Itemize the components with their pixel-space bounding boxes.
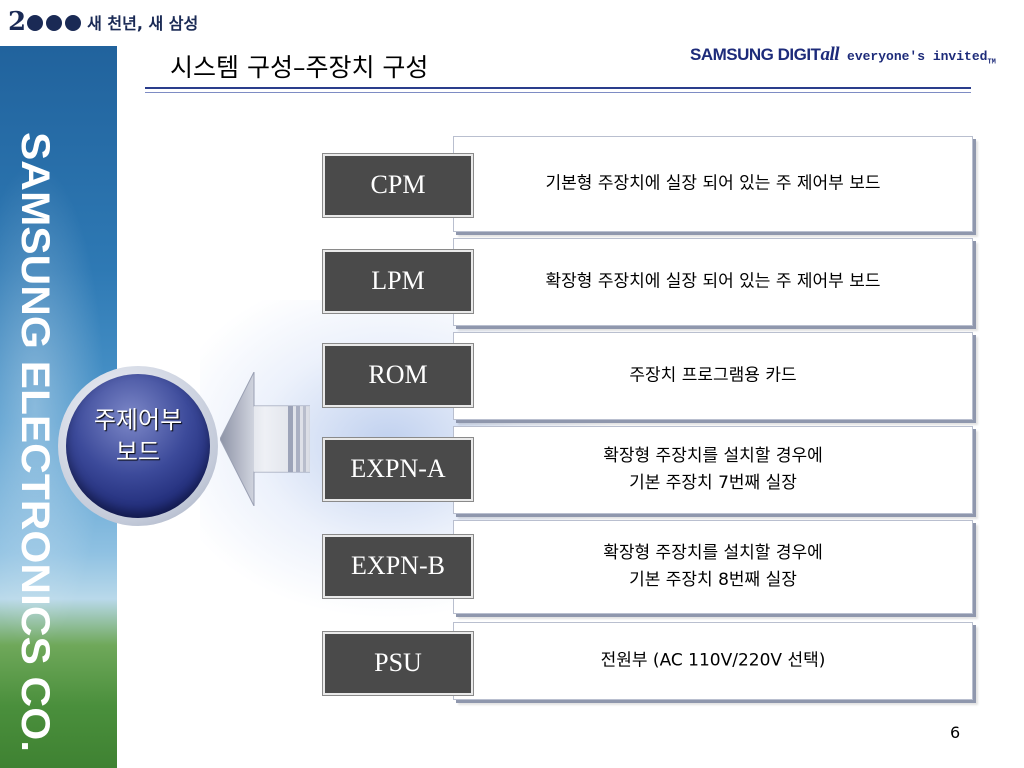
- module-label: ROM: [322, 343, 474, 408]
- main-board-label-line2: 보드: [115, 438, 161, 466]
- desc-line1: 전원부 (AC 110V/220V 선택): [600, 650, 826, 671]
- millennium-number: 2: [8, 7, 82, 37]
- title-rule: [145, 87, 971, 89]
- module-label: EXPN-A: [322, 437, 474, 502]
- left-arrow-icon: [220, 372, 310, 506]
- module-label: CPM: [322, 153, 474, 218]
- desc-line1: 확장형 주장치에 실장 되어 있는 주 제어부 보드: [545, 271, 881, 292]
- main-board-label: 주제어부 보드: [66, 404, 210, 468]
- brand-tagline: everyone's invitedTM: [847, 49, 996, 67]
- desc-panel: 확장형 주장치를 설치할 경우에 기본 주장치 7번째 실장: [453, 426, 973, 514]
- title-rule-thin: [145, 92, 971, 93]
- desc-text: 기본형 주장치에 실장 되어 있는 주 제어부 보드: [454, 171, 972, 198]
- desc-line1: 주장치 프로그램용 카드: [629, 365, 797, 386]
- desc-line1: 기본형 주장치에 실장 되어 있는 주 제어부 보드: [545, 173, 881, 194]
- module-label: EXPN-B: [322, 534, 474, 599]
- desc-text: 주장치 프로그램용 카드: [454, 363, 972, 390]
- main-board-circle-inner: [66, 374, 210, 518]
- desc-panel: 확장형 주장치를 설치할 경우에 기본 주장치 8번째 실장: [453, 520, 973, 614]
- millennium-slogan: 새 천년, 새 삼성: [87, 14, 199, 33]
- page-title: 시스템 구성–주장치 구성: [170, 53, 429, 82]
- sidebar-company-label: SAMSUNG ELECTRONICS CO.: [13, 132, 57, 752]
- samsung-brand-logo: SAMSUNG DIGITall everyone's invitedTM: [690, 44, 996, 67]
- desc-text: 확장형 주장치를 설치할 경우에 기본 주장치 8번째 실장: [454, 540, 972, 594]
- list-item-psu: 전원부 (AC 110V/220V 선택) PSU: [322, 622, 975, 700]
- list-item-rom: 주장치 프로그램용 카드 ROM: [322, 332, 975, 420]
- list-item-expn-b: 확장형 주장치를 설치할 경우에 기본 주장치 8번째 실장 EXPN-B: [322, 520, 975, 614]
- list-item-expn-a: 확장형 주장치를 설치할 경우에 기본 주장치 7번째 실장 EXPN-A: [322, 426, 975, 514]
- sidebar-company-text: SAMSUNG ELECTRONICS CO.: [10, 132, 105, 757]
- desc-text: 확장형 주장치에 실장 되어 있는 주 제어부 보드: [454, 269, 972, 296]
- main-board-label-line1: 주제어부: [93, 406, 183, 434]
- list-item-lpm: 확장형 주장치에 실장 되어 있는 주 제어부 보드 LPM: [322, 238, 975, 326]
- desc-line1: 확장형 주장치를 설치할 경우에: [603, 446, 823, 466]
- desc-panel: 확장형 주장치에 실장 되어 있는 주 제어부 보드: [453, 238, 973, 326]
- millennium-logo: 2 새 천년, 새 삼성: [8, 4, 198, 40]
- module-label: PSU: [322, 631, 474, 696]
- desc-line2: 기본 주장치 8번째 실장: [629, 570, 797, 590]
- desc-panel: 기본형 주장치에 실장 되어 있는 주 제어부 보드: [453, 136, 973, 232]
- brand-name: SAMSUNG DIGITall: [690, 44, 840, 65]
- desc-text: 확장형 주장치를 설치할 경우에 기본 주장치 7번째 실장: [454, 443, 972, 497]
- page-number: 6: [950, 723, 961, 742]
- desc-line1: 확장형 주장치를 설치할 경우에: [603, 543, 823, 563]
- module-label: LPM: [322, 249, 474, 314]
- list-item-cpm: 기본형 주장치에 실장 되어 있는 주 제어부 보드 CPM: [322, 136, 975, 232]
- desc-panel: 주장치 프로그램용 카드: [453, 332, 973, 420]
- desc-line2: 기본 주장치 7번째 실장: [629, 473, 797, 493]
- desc-panel: 전원부 (AC 110V/220V 선택): [453, 622, 973, 700]
- desc-text: 전원부 (AC 110V/220V 선택): [454, 648, 972, 675]
